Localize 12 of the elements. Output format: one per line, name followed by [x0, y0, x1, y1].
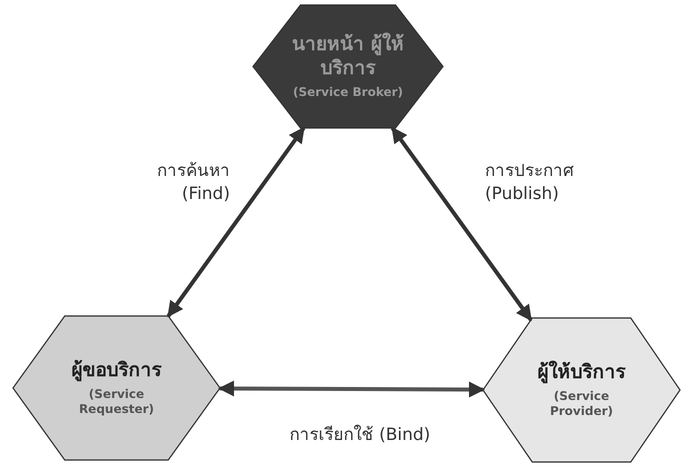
double-arrow [166, 126, 306, 318]
hexagon-node [12, 315, 221, 461]
node-subtitle: (Service Requester) [78, 386, 156, 417]
node-subtitle: (Service Broker) [292, 84, 404, 100]
node-title: ผู้ขอบริการ [71, 359, 162, 383]
hexagon-node [482, 317, 681, 463]
double-arrow [390, 126, 533, 322]
double-arrow [218, 380, 485, 398]
hexagon-node [252, 4, 444, 129]
node-title: ผู้ให้บริการ [537, 361, 626, 385]
node-title: นายหน้า ผู้ให้บริการ [291, 33, 405, 81]
node-subtitle: (Service Provider) [548, 388, 614, 419]
